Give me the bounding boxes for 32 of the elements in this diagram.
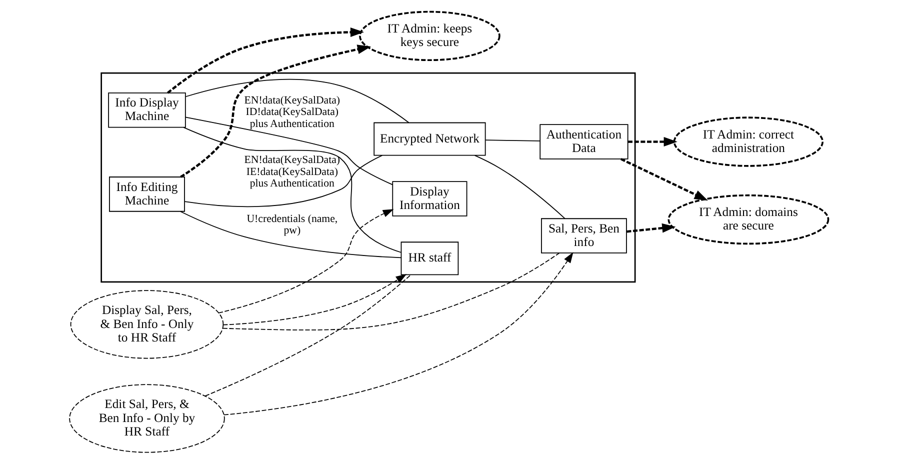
- connector: [184, 154, 383, 208]
- node-box: Info Display Machine: [108, 92, 186, 128]
- connector: [185, 78, 410, 124]
- arrow: [224, 252, 574, 416]
- connector: [183, 126, 402, 253]
- connector: [474, 155, 566, 219]
- connector: [222, 252, 560, 330]
- connector: [485, 140, 541, 142]
- node-ellipse: Edit Sal, Pers, & Ben Info - Only by HR Staff: [69, 384, 225, 453]
- arrow: [218, 209, 394, 314]
- node-ellipse: IT Admin: domains are secure: [668, 194, 830, 245]
- node-ellipse: IT Admin: correct administration: [673, 116, 824, 167]
- arrow: [626, 223, 676, 233]
- node-box: HR staff: [400, 242, 459, 276]
- arrow: [167, 27, 364, 94]
- node-box: Encrypted Network: [374, 122, 486, 156]
- node-ellipse: IT Admin: keeps keys secure: [359, 10, 500, 62]
- arrow: [222, 274, 407, 326]
- node-box: Sal, Pers, Ben info: [541, 218, 627, 254]
- node-box: Display Information: [392, 181, 468, 216]
- connector: [184, 116, 393, 186]
- node-ellipse: Display Sal, Pers, & Ben Info - Only to HR Staff: [70, 290, 224, 359]
- connector: [180, 211, 402, 258]
- arrow: [180, 44, 372, 178]
- edge-label: U!credentials (name, pw): [246, 212, 338, 237]
- node-box: Authentication Data: [540, 124, 628, 160]
- arrow: [628, 136, 678, 146]
- node-box: Info Editing Machine: [109, 176, 185, 212]
- edge-label: EN!data(KeySalData) ID!data(KeySalData) plus Authentication: [244, 94, 340, 130]
- arrow: [620, 158, 708, 201]
- connector: [204, 274, 412, 396]
- edge-label: EN!data(KeySalData) IE!data(KeySalData) plus Authentication: [244, 154, 340, 190]
